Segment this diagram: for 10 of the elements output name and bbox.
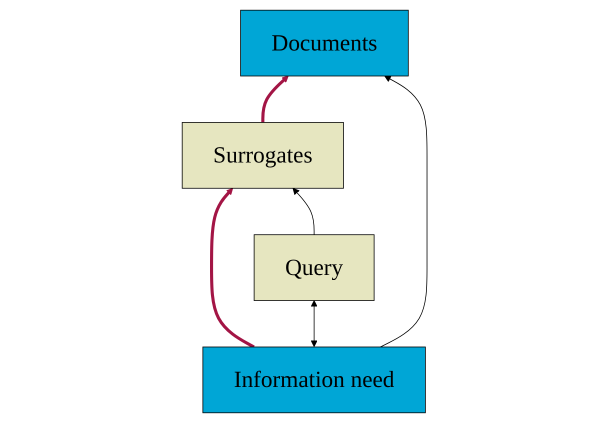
node-box bbox=[202, 346, 426, 414]
diagram: Documents Surrogates Query Information need bbox=[176, 4, 434, 419]
arrow bbox=[380, 76, 428, 348]
arrow bbox=[292, 188, 315, 236]
arrow bbox=[311, 300, 318, 347]
node-box bbox=[182, 122, 344, 189]
arrow bbox=[210, 188, 256, 348]
node-box bbox=[254, 234, 375, 301]
arrow bbox=[262, 76, 290, 122]
node-box bbox=[240, 10, 410, 76]
